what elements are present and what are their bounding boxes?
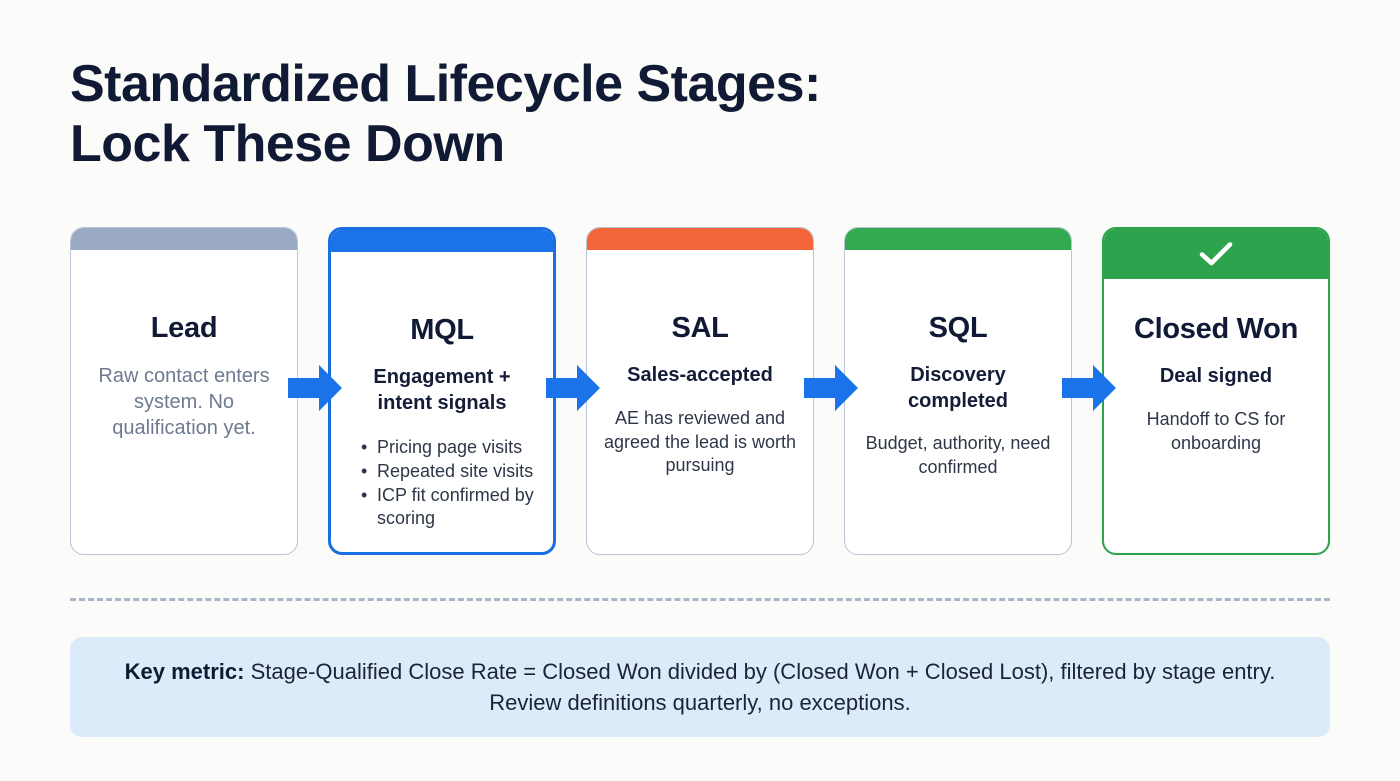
stage-body-sql: SQL Discovery completed Budget, authorit… <box>845 250 1071 554</box>
stage-detail-closed-won: Handoff to CS for onboarding <box>1146 408 1286 453</box>
stage-title-sal: SAL <box>671 312 729 344</box>
page-title: Standardized Lifecycle Stages: Lock Thes… <box>70 55 821 173</box>
arrow-right-icon <box>1062 365 1116 411</box>
stage-title-mql: MQL <box>410 314 474 346</box>
stage-body-mql: MQL Engagement + intent signals Pricing … <box>331 252 553 552</box>
stage-accent-bar-mql <box>331 230 553 252</box>
stage-title-sql: SQL <box>928 312 988 344</box>
key-metric-callout: Key metric: Stage-Qualified Close Rate =… <box>70 637 1330 737</box>
checkmark-icon <box>1199 242 1233 266</box>
stage-detail-sal: AE has reviewed and agreed the lead is w… <box>603 407 797 476</box>
list-item: Repeated site visits <box>359 460 539 483</box>
key-metric-body: Stage-Qualified Close Rate = Closed Won … <box>244 658 1276 715</box>
arrow-right-icon <box>546 365 600 411</box>
stage-subtitle-sal: Sales-accepted <box>627 364 773 386</box>
stage-title-closed-won: Closed Won <box>1133 313 1299 345</box>
list-item: Pricing page visits <box>359 436 539 459</box>
arrow-right-icon <box>288 365 342 411</box>
lifecycle-stage-row: Lead Raw contact enters system. No quali… <box>70 227 1330 555</box>
stage-body-lead: Lead Raw contact enters system. No quali… <box>71 250 297 554</box>
stage-card-closed-won[interactable]: Closed Won Deal signed Handoff to CS for… <box>1102 227 1330 555</box>
stage-card-sal[interactable]: SAL Sales-accepted AE has reviewed and a… <box>586 227 814 555</box>
stage-subtitle-lead: Raw contact enters system. No qualificat… <box>98 365 270 439</box>
stage-subtitle-mql: Engagement + intent signals <box>373 366 511 414</box>
stage-detail-sql: Budget, authority, need confirmed <box>865 433 1051 478</box>
stage-subtitle-closed-won: Deal signed <box>1159 365 1273 387</box>
stage-accent-bar-sql <box>845 228 1071 250</box>
stage-accent-bar-closed-won <box>1104 229 1328 279</box>
stage-card-mql[interactable]: MQL Engagement + intent signals Pricing … <box>328 227 556 555</box>
stage-subtitle-sql: Discovery completed <box>907 364 1009 412</box>
arrow-right-icon <box>804 365 858 411</box>
stage-title-lead: Lead <box>150 312 218 344</box>
stage-card-sql[interactable]: SQL Discovery completed Budget, authorit… <box>844 227 1072 555</box>
section-divider <box>70 598 1330 601</box>
key-metric-text: Key metric: Stage-Qualified Close Rate =… <box>110 656 1290 718</box>
stage-accent-bar-lead <box>71 228 297 250</box>
stage-accent-bar-sal <box>587 228 813 250</box>
stage-card-lead[interactable]: Lead Raw contact enters system. No quali… <box>70 227 298 555</box>
key-metric-label: Key metric: <box>124 658 245 684</box>
stage-body-closed-won: Closed Won Deal signed Handoff to CS for… <box>1104 279 1328 553</box>
stage-body-sal: SAL Sales-accepted AE has reviewed and a… <box>587 250 813 554</box>
stage-bullet-list-mql: Pricing page visits Repeated site visits… <box>345 436 539 531</box>
list-item: ICP fit confirmed by scoring <box>359 484 539 530</box>
